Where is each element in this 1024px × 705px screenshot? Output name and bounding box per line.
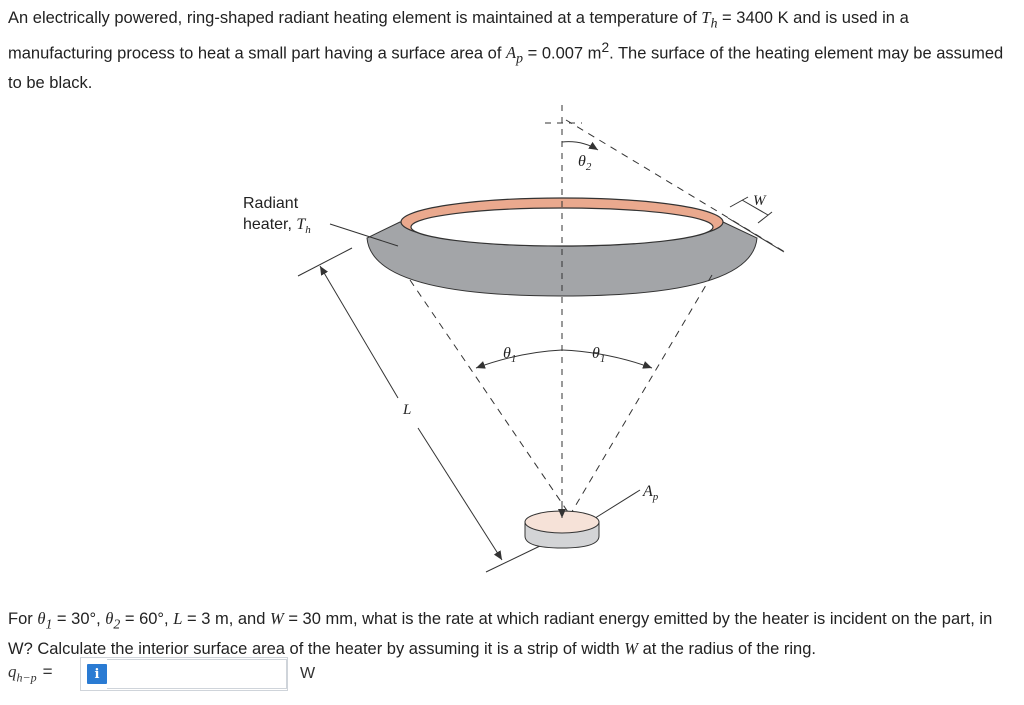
- W-label: W: [753, 193, 767, 209]
- view-line-left: [409, 279, 571, 516]
- theta1-left-label: θ1: [503, 345, 516, 365]
- theta2-arc: [561, 141, 599, 151]
- problem-text-3: . The surface of the heating element may…: [8, 44, 1004, 93]
- Ap-symbol: Ap: [506, 43, 523, 66]
- W-tick-1: [729, 196, 749, 208]
- L-ext-top: [297, 247, 353, 277]
- view-line-right: [569, 274, 713, 516]
- theta2-label: θ2: [578, 153, 592, 173]
- problem-statement: An electrically powered, ring-shaped rad…: [8, 6, 1008, 96]
- Ap-exponent: 2: [601, 39, 610, 55]
- L-ext-bottom: [485, 545, 541, 573]
- L-dim-lower: [417, 427, 503, 561]
- theta1-right-label: θ1: [592, 345, 605, 365]
- info-icon[interactable]: i: [87, 664, 107, 684]
- equals: =: [717, 9, 737, 27]
- Ap-value: 0.007 m: [541, 44, 602, 63]
- problem-text-1: An electrically powered, ring-shaped rad…: [8, 9, 702, 27]
- unit-label: W: [300, 665, 316, 682]
- Th-value: 3400 K: [736, 9, 789, 27]
- W-tick-2: [757, 211, 773, 224]
- theta1-right-arc: [561, 349, 653, 369]
- L-dim-upper: [319, 265, 399, 399]
- heater-pointer: [329, 223, 399, 247]
- answer-input[interactable]: [107, 659, 287, 689]
- answer-label: qh−p=: [8, 662, 53, 685]
- answer-row: qh−p= i W: [8, 657, 316, 691]
- heater-label-line1: Radiant: [243, 195, 299, 212]
- W-ext-1: [727, 217, 785, 253]
- answer-input-group: i: [80, 657, 288, 691]
- Ap-pointer: [591, 489, 641, 521]
- problem-text-2: and is used in a manufacturing process t…: [8, 9, 909, 63]
- W-dim: [741, 199, 769, 216]
- Th-symbol: Th: [701, 8, 718, 31]
- question-statement: For θ1 = 30°, θ2 = 60°, L = 3 m, and W =…: [8, 609, 993, 658]
- L-label: L: [402, 402, 411, 418]
- Ap-label: Ap: [642, 483, 659, 503]
- theta1-left-arc: [475, 349, 563, 369]
- equals: =: [523, 44, 542, 63]
- heater-diagram: Radiant heater, Th θ2 θ1 θ1 W L Ap: [243, 105, 786, 573]
- heater-label-line2: heater, Th: [243, 216, 311, 236]
